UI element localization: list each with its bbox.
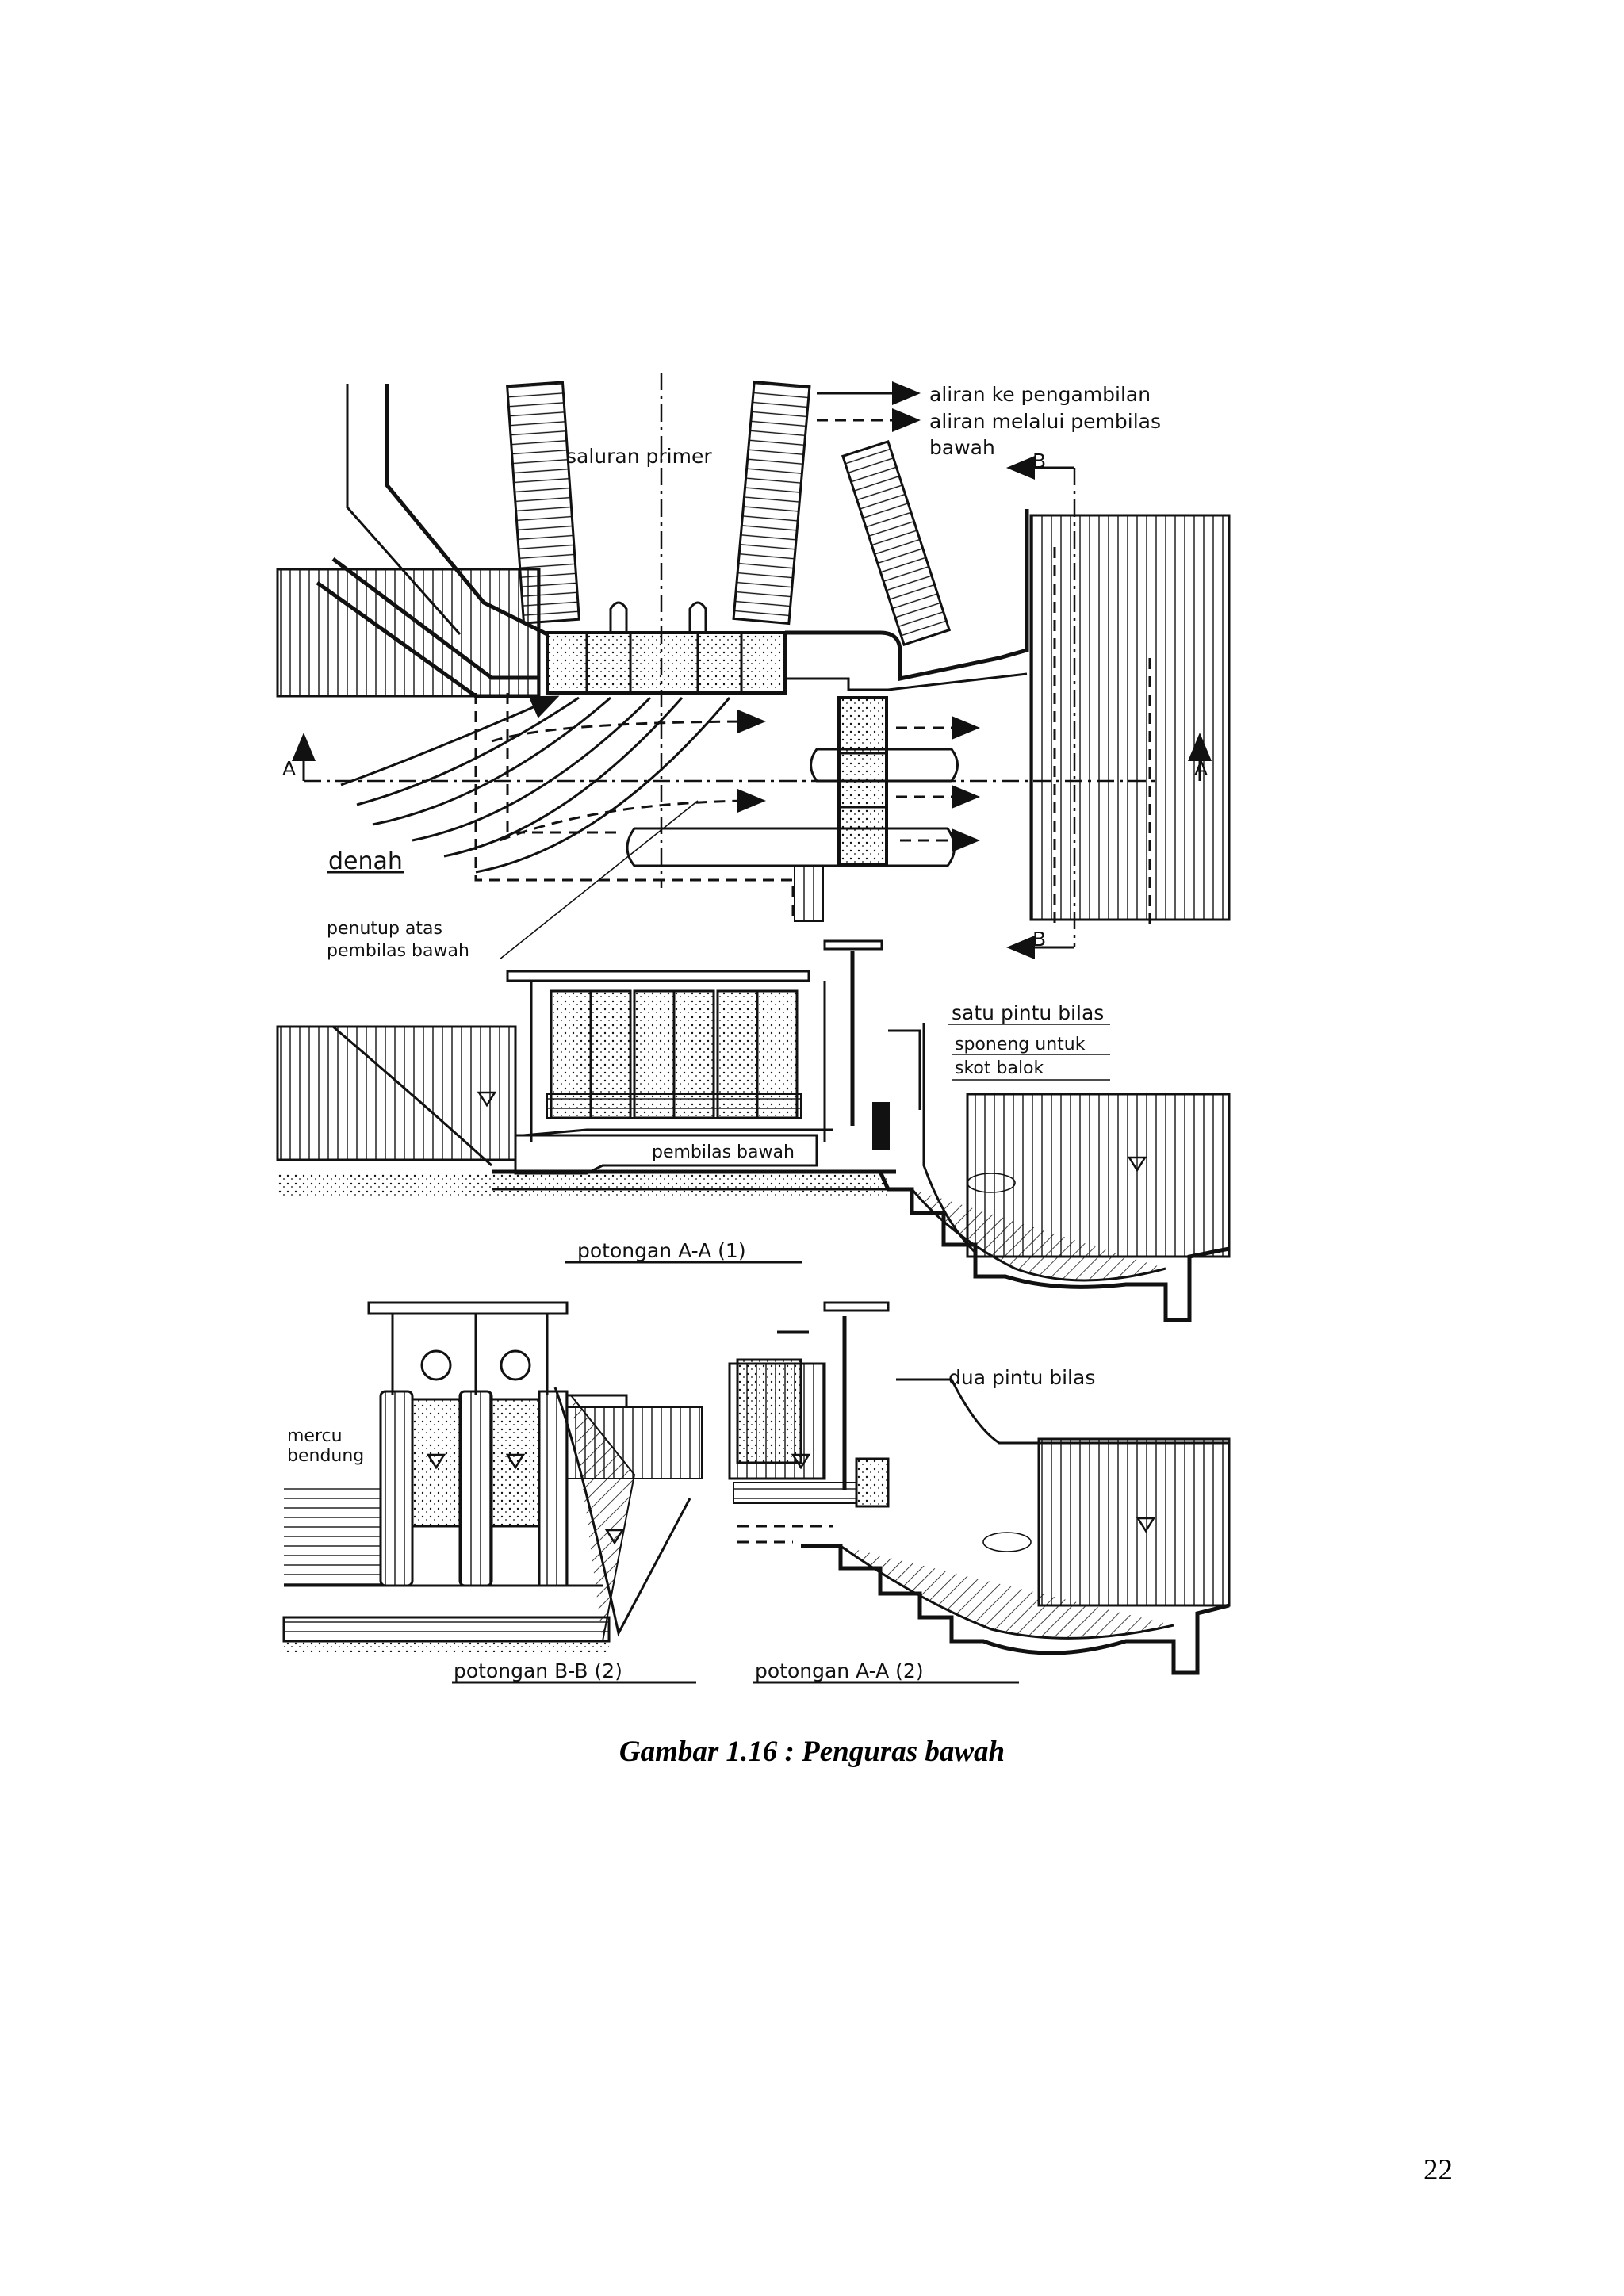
crest-hatch-bb2 (284, 1483, 381, 1586)
upstream-hatch-aa1 (276, 1025, 517, 1161)
plan-title: denah (328, 848, 403, 875)
sluice-wall-masonry (841, 439, 952, 647)
right-bank-hatch (1029, 514, 1231, 921)
section-aa2-title: potongan A-A (2) (755, 1659, 924, 1682)
callout-label-1: penutup atas (327, 919, 442, 939)
section-bb2-title: potongan B-B (2) (454, 1659, 622, 1682)
channel-label: saluran primer (566, 445, 712, 468)
crest-label-2: bendung (287, 1446, 364, 1466)
right-wall (785, 509, 1029, 682)
plan-view (276, 373, 1231, 960)
bed-bb2 (282, 1616, 611, 1643)
channel-right-masonry (732, 380, 811, 626)
gate-2-bb2 (490, 1398, 541, 1528)
legend-solid-label: aliran ke pengambilan (929, 383, 1151, 406)
section-bb2 (282, 1301, 703, 1684)
gate-pier-1 (609, 601, 628, 633)
section-aa2 (728, 1301, 1231, 1684)
gate-1-bb2 (411, 1398, 462, 1528)
gate-label-aa1: satu pintu bilas (952, 1001, 1104, 1024)
figure-caption: Gambar 1.16 : Penguras bawah (619, 1735, 1005, 1768)
page-number: 22 (1423, 2154, 1453, 2187)
gate-frames-aa1 (546, 989, 802, 1119)
channel-left-masonry (506, 381, 580, 625)
slot-label-1: sponeng untuk (955, 1035, 1086, 1054)
sluice-label: pembilas bawah (652, 1142, 795, 1162)
guide-pier-lower (626, 827, 956, 867)
pier-left-bb2 (379, 1390, 414, 1587)
legend-dashed-label-2: bawah (929, 436, 995, 459)
stepped-apron-aa1 (878, 1170, 1230, 1322)
callout-label-2: pembilas bawah (327, 941, 469, 961)
pier-right-bb2 (538, 1390, 569, 1587)
labels: aliran ke pengambilan aliran melalui pem… (282, 383, 1208, 1682)
crest-label-1: mercu (287, 1426, 343, 1446)
gate-label-aa2: dua pintu bilas (948, 1366, 1095, 1389)
channel-left-wall (385, 384, 549, 637)
section-aa1-title: potongan A-A (1) (577, 1239, 746, 1262)
scot-balok-slot (872, 1102, 890, 1150)
legend-dashed-label-1: aliran melalui pembilas (929, 410, 1161, 433)
left-bank-hatch (276, 568, 541, 698)
water-level-upstream-aa1 (477, 1091, 497, 1108)
intake-structure (546, 631, 787, 695)
plan-section-a-right: A (1194, 757, 1208, 780)
plan-section-a-left: A (282, 757, 296, 780)
plan-section-b-top: B (1032, 450, 1046, 473)
callout-leader (499, 800, 699, 960)
slot-label-2: skot balok (955, 1058, 1044, 1078)
section-aa1 (276, 939, 1231, 1322)
gate-aa2 (736, 1358, 802, 1464)
gate-pier-2 (688, 601, 707, 633)
plan-section-b-bottom: B (1032, 928, 1046, 951)
downstream-hatch-aa2 (1037, 1437, 1231, 1607)
pier-mid-bb2 (458, 1390, 493, 1587)
water-level-downstream-aa1 (1127, 1156, 1147, 1173)
